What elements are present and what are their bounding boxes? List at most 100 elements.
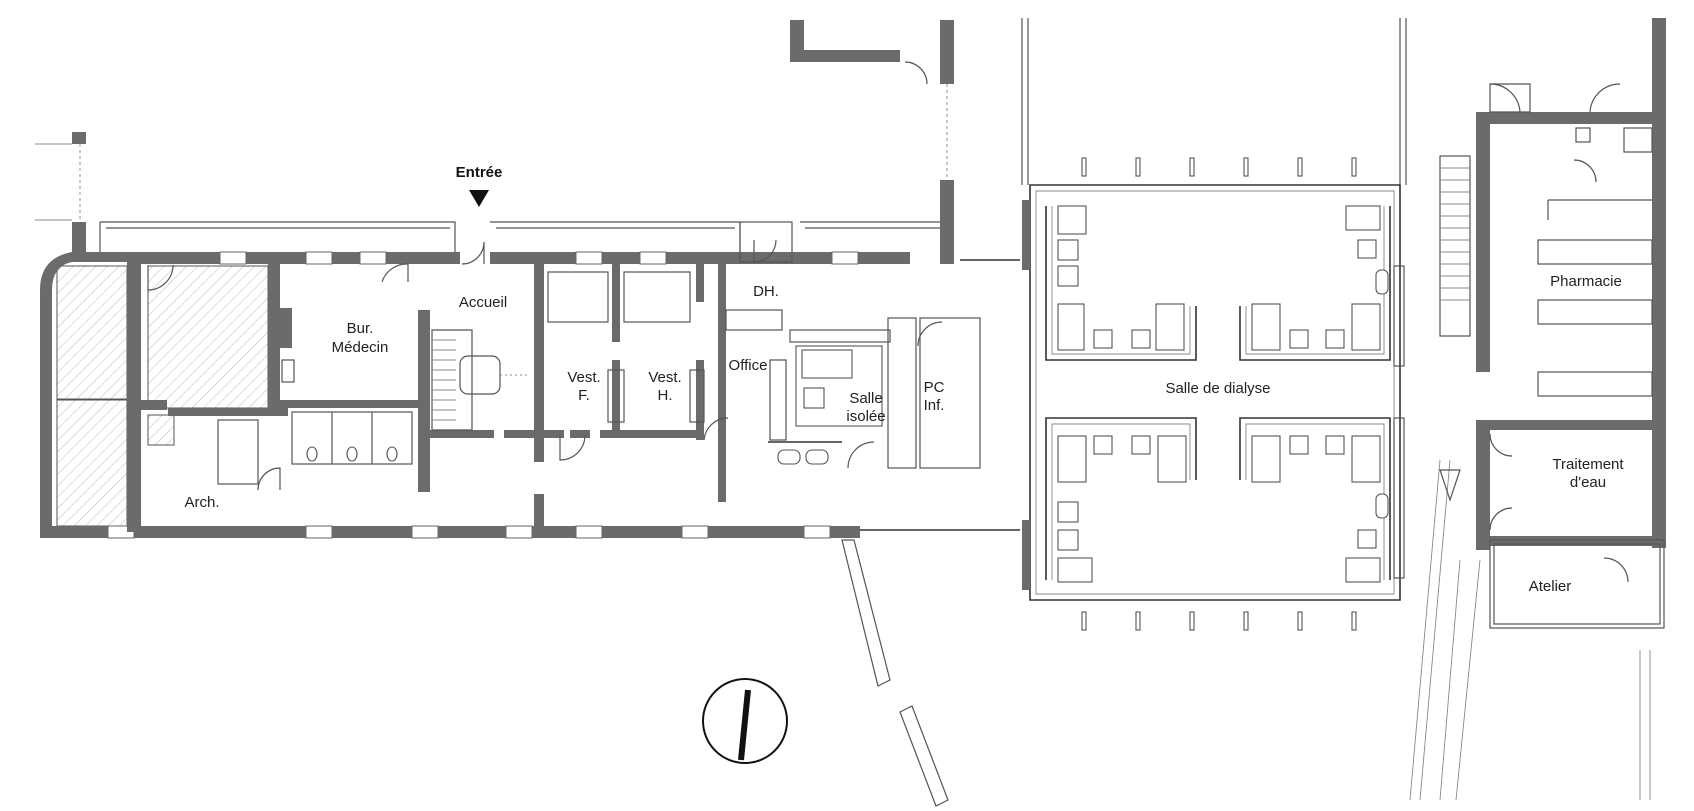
bed-icon [801, 349, 853, 379]
label-bur-medecin-2: Médecin [332, 339, 389, 356]
door-swing [1489, 433, 1513, 457]
east-wall [1476, 112, 1490, 372]
partition-wall [600, 430, 700, 438]
north-extension-wall [940, 20, 954, 84]
partition-wall [268, 262, 280, 408]
door-swing [703, 417, 729, 441]
north-extension-wall [790, 50, 900, 62]
door-swing [917, 321, 943, 347]
partition-wall [127, 400, 167, 410]
chair-icon [805, 449, 829, 465]
locker-f [607, 369, 625, 423]
staircase [431, 329, 530, 431]
label-dh: DH. [753, 283, 779, 300]
partition-wall [534, 494, 544, 526]
partition-wall [430, 430, 494, 438]
pier [1022, 200, 1030, 270]
door-swing [147, 264, 174, 291]
atelier-room [1489, 539, 1665, 629]
door-swing [461, 241, 485, 265]
sink-icon [281, 359, 295, 383]
left-wing-outer-wall [40, 252, 130, 535]
east-staircase [1439, 155, 1471, 337]
west-pier [72, 222, 86, 258]
window [639, 251, 667, 265]
label-atelier: Atelier [1529, 578, 1572, 595]
door-swing [381, 263, 409, 283]
partition-wall [280, 308, 292, 348]
door-swing [257, 467, 281, 491]
label-traitement-1: Traitement [1552, 456, 1624, 473]
partition-wall [168, 408, 288, 416]
hatched-block-center [147, 265, 269, 409]
center-block [725, 20, 981, 469]
partition-wall [696, 360, 704, 440]
dialysis-wing [1021, 18, 1407, 631]
toilet-icon [386, 446, 398, 462]
chair-icon [803, 387, 825, 409]
partition-wall [534, 262, 544, 462]
ramp-triangle [1439, 469, 1461, 502]
label-salle-isolee-2: isolée [846, 408, 885, 425]
door-swing [847, 441, 875, 469]
pc-desk [919, 317, 981, 469]
atelier-room-inner [1493, 543, 1661, 625]
pier [1022, 520, 1030, 590]
label-pc-inf-2: Inf. [924, 397, 945, 414]
door-swing [1589, 83, 1621, 113]
chair-icon [777, 449, 801, 465]
partition-wall [280, 400, 418, 408]
label-traitement-2: d'eau [1570, 474, 1606, 491]
east-wing [1409, 18, 1666, 801]
label-accueil: Accueil [459, 294, 507, 311]
archive-room [217, 419, 259, 485]
label-pc-inf-1: PC [924, 379, 945, 396]
window [219, 251, 247, 265]
dialysis-pod-sw [1045, 417, 1197, 583]
door-swing [1489, 83, 1521, 113]
office-counter [725, 309, 783, 331]
dialysis-room-outline [1029, 184, 1401, 601]
north-door-frame [1489, 83, 1531, 113]
east-partition [1490, 536, 1652, 546]
east-north-wall [1490, 112, 1652, 124]
column-strip [1393, 265, 1405, 367]
door-swing [1573, 159, 1597, 183]
label-salle-isolee-1: Salle [849, 390, 882, 407]
label-vest-h-2: H. [658, 387, 673, 404]
dialysis-room-inner [1035, 190, 1395, 595]
door-swing [904, 61, 928, 85]
dialysis-pod-se [1239, 417, 1391, 583]
kitchen-counter [789, 329, 891, 343]
label-vest-f-2: F. [578, 387, 590, 404]
partition-wall [127, 252, 141, 532]
window [305, 525, 333, 539]
label-office: Office [729, 357, 768, 374]
south-facade-wall [40, 526, 860, 538]
dh-room [739, 221, 793, 263]
north-arrow-icon [702, 678, 788, 764]
east-partition [1490, 420, 1652, 430]
window [575, 525, 603, 539]
partition-wall [418, 310, 430, 492]
window [803, 525, 831, 539]
column-strip [1393, 417, 1405, 579]
south-path-upper [841, 539, 891, 687]
left-wing [35, 132, 945, 539]
door-swing [1603, 557, 1629, 583]
label-pharmacie: Pharmacie [1550, 273, 1622, 290]
window [831, 251, 859, 265]
partition-wall [570, 430, 590, 438]
pharmacy-shelves [1537, 127, 1653, 397]
office-counter [769, 359, 787, 441]
window [411, 525, 439, 539]
label-salle-dialyse: Salle de dialyse [1165, 380, 1270, 397]
door-swing [1489, 507, 1513, 531]
partition-wall [612, 360, 620, 430]
label-vest-f-1: Vest. [567, 369, 600, 386]
door-swing [559, 434, 586, 461]
window [505, 525, 533, 539]
ramp-lines [1409, 459, 1651, 801]
locker-h [689, 369, 705, 423]
